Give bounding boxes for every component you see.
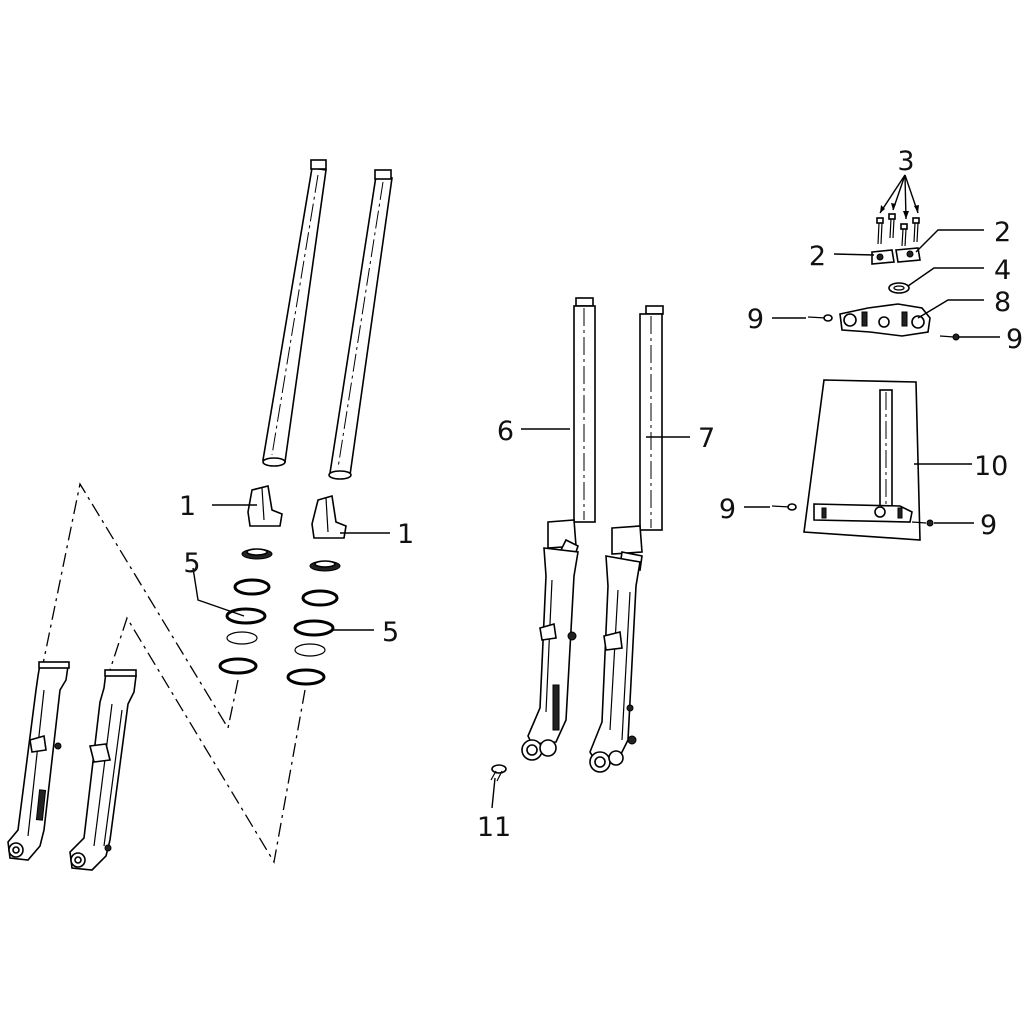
- callout-9-bottom-right: 9: [980, 510, 997, 541]
- callout-6: 6: [497, 416, 514, 447]
- callout-5-right: 5: [382, 617, 399, 648]
- callout-9-bottom-left: 9: [719, 494, 736, 525]
- bolt-11: [490, 764, 507, 782]
- callout-9-top-left: 9: [747, 304, 764, 335]
- fork-assembly-6: [521, 297, 596, 761]
- outer-leg-right: [69, 669, 137, 871]
- steering-stem-10: [803, 379, 921, 541]
- callout-5-left: 5: [183, 548, 200, 579]
- callout-9-top-right: 9: [1006, 324, 1023, 355]
- seal-stack-left: [218, 548, 273, 675]
- leader-lines: [192, 174, 1000, 809]
- fork-cover-left: [247, 485, 283, 527]
- pad-4: [888, 282, 910, 294]
- callout-10: 10: [974, 451, 1008, 482]
- seal-stack-right: [286, 560, 341, 686]
- callout-4: 4: [994, 255, 1011, 286]
- inner-tube-left: [262, 159, 327, 467]
- assembly-chain-lines: [42, 482, 306, 864]
- callout-1-right: 1: [397, 519, 414, 550]
- callout-3: 3: [897, 146, 914, 177]
- bolts-9-upper: [807, 314, 960, 341]
- callout-11: 11: [477, 812, 511, 843]
- bolts-3: [876, 213, 920, 247]
- inner-tube-right: [328, 169, 393, 480]
- clamps-2: [871, 247, 921, 265]
- fork-assembly-7: [589, 305, 664, 773]
- callout-8: 8: [994, 287, 1011, 318]
- callout-1-left: 1: [179, 491, 196, 522]
- fork-cover-right: [311, 494, 347, 539]
- callout-2-left: 2: [809, 241, 826, 272]
- callout-2-right: 2: [994, 217, 1011, 248]
- outer-leg-left: [7, 661, 70, 861]
- bolts-9-lower: [771, 503, 934, 527]
- callout-7: 7: [698, 423, 715, 454]
- bracket-8: [839, 303, 931, 337]
